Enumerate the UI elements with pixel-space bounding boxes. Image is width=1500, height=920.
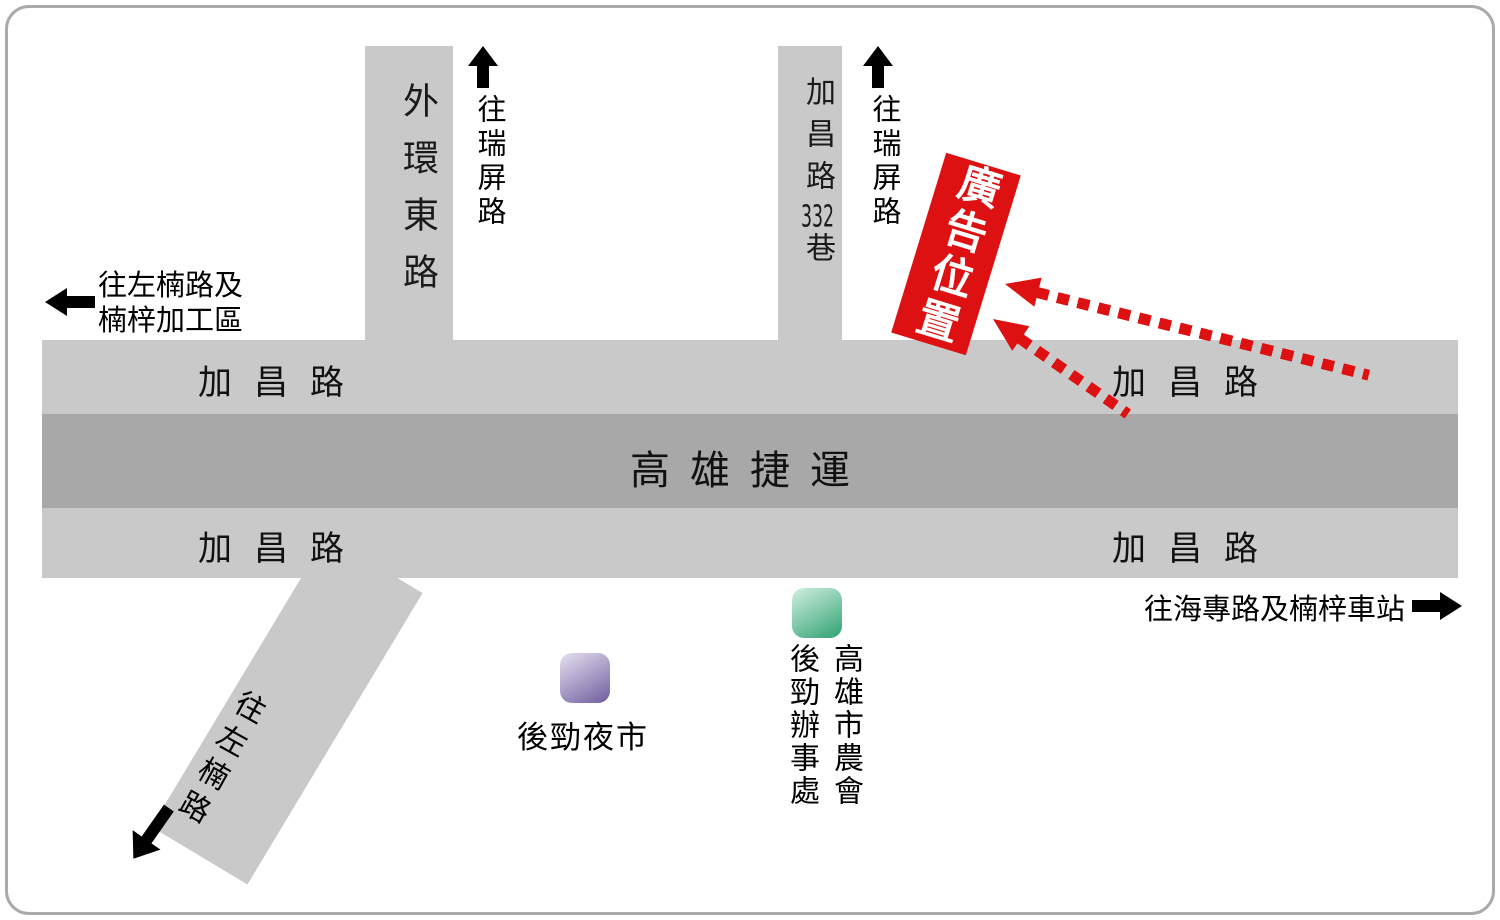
up-arrow-icon [468, 46, 498, 92]
red-arrowhead-icon [1001, 269, 1042, 307]
night-market-label: 後勁夜市 [517, 720, 649, 756]
farmers-office-label-col-left: 後勁辦事處 [784, 643, 819, 808]
road-outer-ring-east: 外環東路 [365, 46, 453, 346]
right-arrow-icon [1412, 592, 1462, 624]
road-jiachang-lane-332-label: 加昌路332巷 [795, 76, 839, 274]
road-jiachang-lane-332: 加昌路332巷 [778, 46, 842, 346]
road-jiachang-upper-band [42, 340, 1458, 414]
jiachang-label-lower-left: 加昌路 [198, 529, 366, 569]
up-arrow-icon [863, 46, 893, 92]
night-market-marker [560, 653, 610, 703]
farmers-office-label-col-right: 高雄市農會 [828, 643, 863, 808]
jiachang-label-upper-right: 加昌路 [1112, 363, 1280, 403]
diagonal-road-to-zuonan [151, 535, 423, 885]
mrt-label: 高雄捷運 [630, 448, 870, 494]
jiachang-label-lower-right: 加昌路 [1112, 529, 1280, 569]
down-left-arrow-icon [117, 798, 183, 872]
to-ruiping-label-right: 往瑞屏路 [868, 94, 902, 230]
lane332-prefix: 加昌路 [800, 76, 835, 202]
road-outer-ring-east-label: 外環東路 [397, 82, 438, 310]
farmers-office-marker [792, 588, 842, 638]
jiachang-label-upper-left: 加昌路 [198, 363, 366, 403]
to-haizhuan-note: 往海專路及楠梓車站 [1143, 592, 1405, 626]
to-zuonan-processing-note: 往左楠路及 楠梓加工區 [98, 268, 243, 338]
kaohsiung-mrt-band [42, 414, 1458, 508]
lane332-suffix: 巷 [800, 232, 835, 274]
farmers-office-label: 高雄市農會 後勁辦事處 [779, 643, 867, 863]
to-zuonan-note-line2: 楠梓加工區 [98, 303, 244, 337]
road-jiachang-lower-band [42, 508, 1458, 578]
to-zuonan-note-line1: 往左楠路及 [98, 268, 244, 302]
to-ruiping-label-left: 往瑞屏路 [473, 94, 507, 230]
lane332-number: 332 [801, 202, 834, 232]
left-arrow-icon [45, 288, 95, 320]
